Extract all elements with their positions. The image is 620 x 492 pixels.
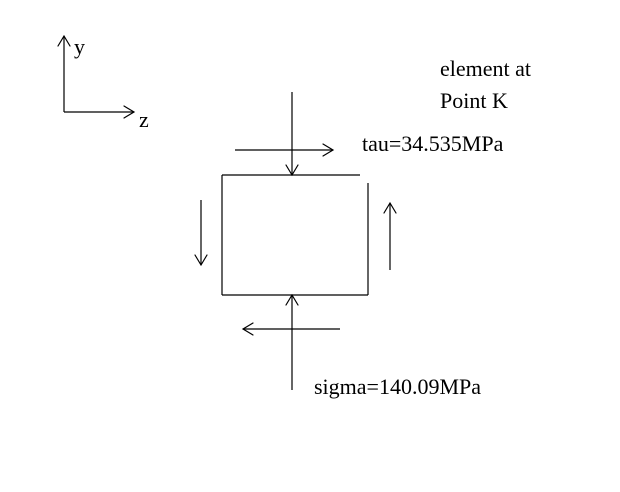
element-title: element at Point K (440, 56, 531, 113)
stress-element-square (221, 174, 369, 296)
z-axis-label: z (139, 107, 149, 132)
tau-label: tau=34.535MPa (362, 131, 504, 156)
sigma-top-arrow (285, 92, 299, 177)
element-title-line1: element at (440, 56, 531, 81)
coordinate-axes: y z (57, 34, 149, 132)
tau-right-arrowhead (383, 201, 397, 214)
sigma-bottom-arrowhead (285, 293, 299, 306)
sigma-bottom-arrow (285, 293, 299, 390)
z-axis-arrowhead (123, 105, 136, 119)
tau-top-arrowhead (322, 143, 335, 157)
y-axis-arrowhead (57, 34, 71, 47)
element-title-line2: Point K (440, 88, 508, 113)
y-axis-label: y (74, 34, 85, 59)
tau-right-arrow (383, 201, 397, 270)
tau-left-arrow (194, 200, 208, 267)
tau-bottom-arrow (241, 322, 340, 336)
tau-bottom-arrowhead (241, 322, 254, 336)
sigma-top-arrowhead (285, 164, 299, 177)
sigma-label: sigma=140.09MPa (314, 374, 481, 399)
tau-left-arrowhead (194, 254, 208, 267)
tau-top-arrow (235, 143, 335, 157)
